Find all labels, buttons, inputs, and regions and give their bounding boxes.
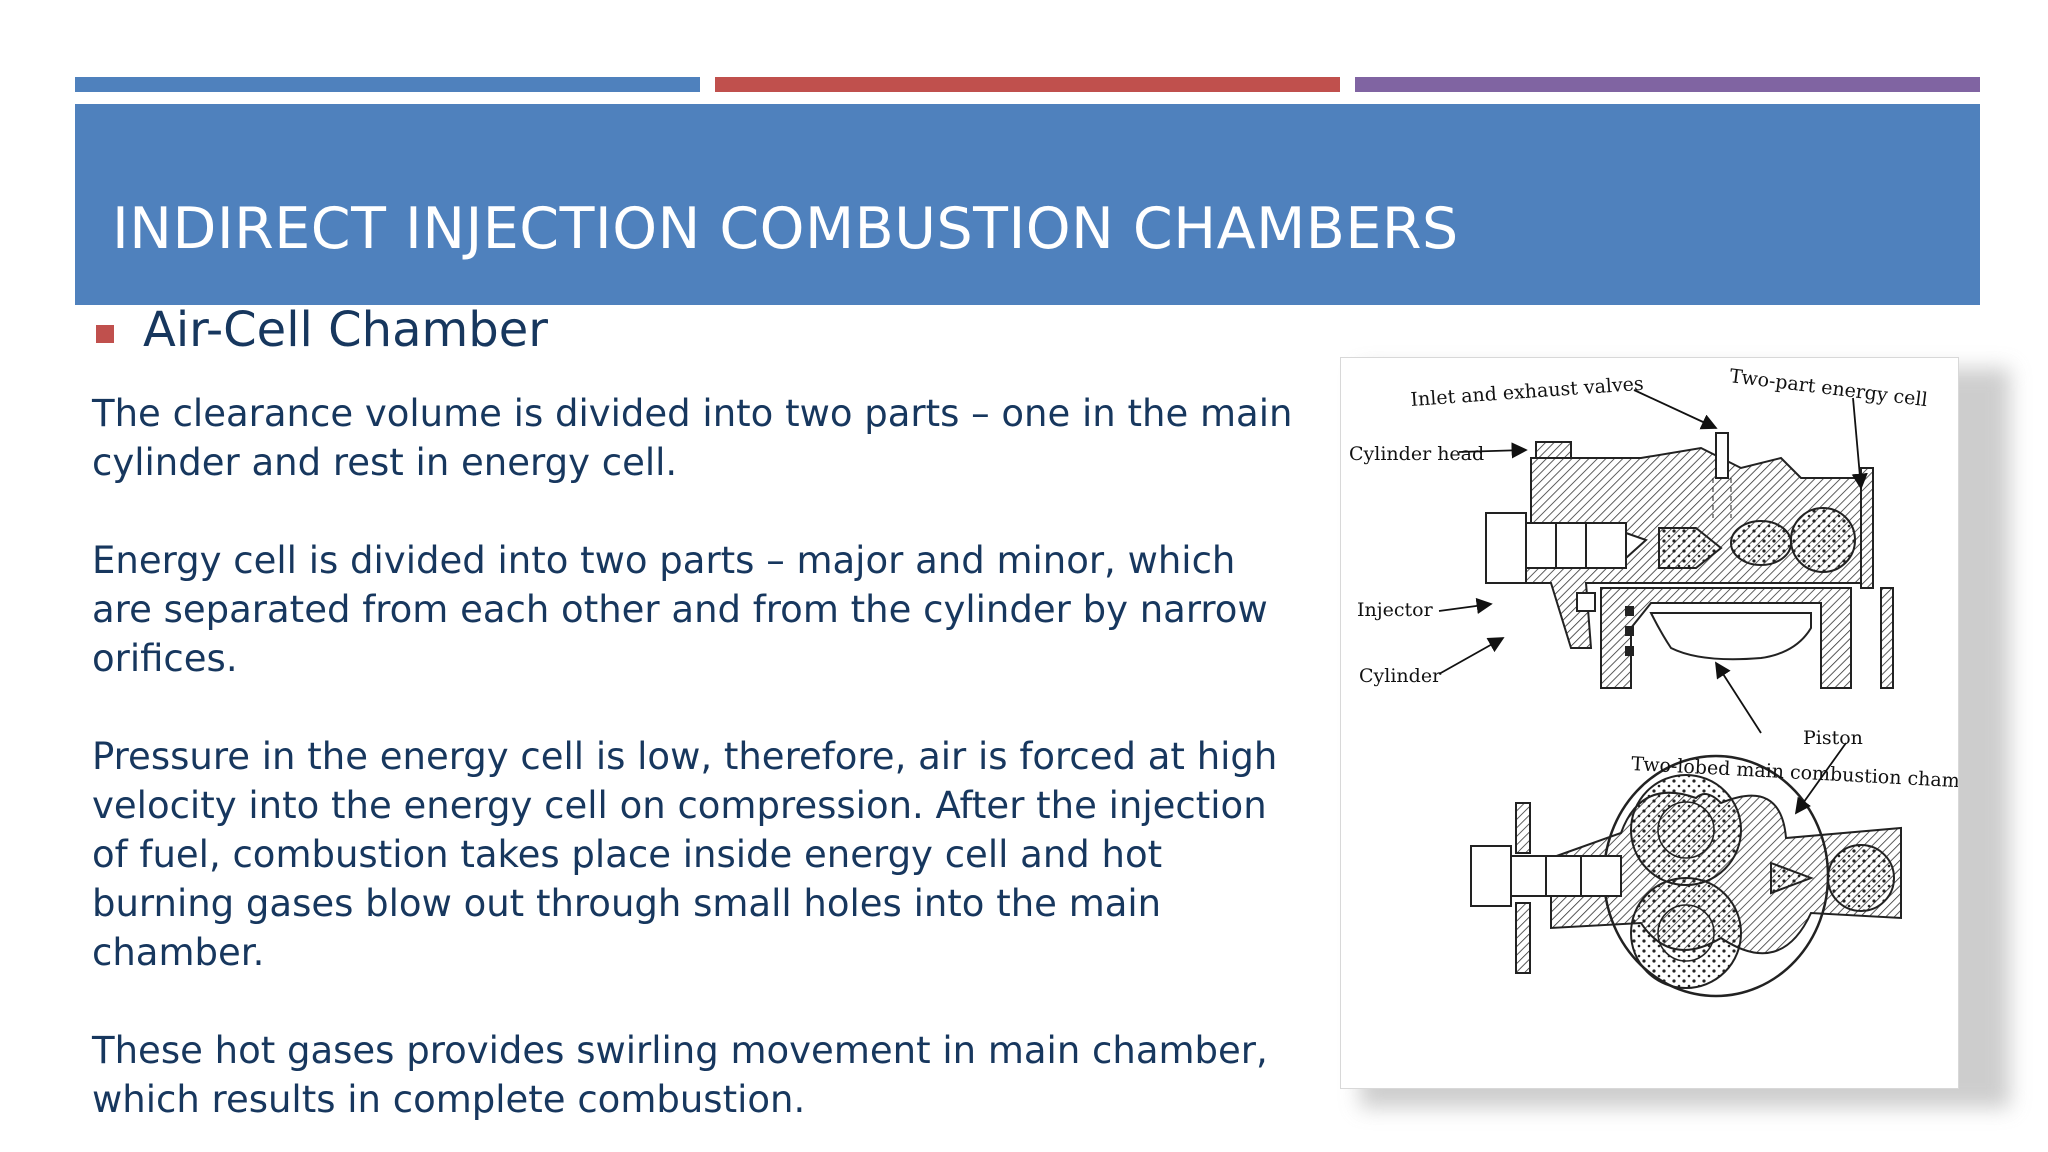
accent-bar-blue	[75, 77, 700, 92]
bullet-heading: Air-Cell Chamber	[143, 302, 548, 358]
paragraph-pressure: Pressure in the energy cell is low, ther…	[92, 735, 1278, 974]
leader-lines	[1438, 389, 1868, 815]
air-cell-diagram: Inlet and exhaust valves Two-part energy…	[1340, 357, 1959, 1089]
plan-view-drawing	[1470, 754, 1902, 998]
accent-bar-purple	[1355, 77, 1980, 92]
paragraph-swirl: These hot gases provides swirling moveme…	[92, 1029, 1268, 1121]
label-two-part-energy-cell: Two-part energy cell	[1728, 365, 1928, 411]
paragraph-clearance: The clearance volume is divided into two…	[92, 392, 1293, 484]
label-cylinder: Cylinder	[1359, 665, 1442, 687]
label-piston: Piston	[1803, 727, 1863, 749]
paragraph-energy-cell: Energy cell is divided into two parts – …	[92, 539, 1268, 680]
cross-section-drawing	[1485, 432, 1894, 689]
label-inlet-exhaust-valves: Inlet and exhaust valves	[1410, 373, 1645, 411]
label-cylinder-head: Cylinder head	[1349, 443, 1484, 465]
label-injector: Injector	[1357, 599, 1434, 621]
slide-title: INDIRECT INJECTION COMBUSTION CHAMBERS	[112, 196, 1459, 262]
bullet-marker	[96, 325, 114, 343]
title-band: INDIRECT INJECTION COMBUSTION CHAMBERS	[75, 104, 1980, 305]
accent-bar-red	[715, 77, 1340, 92]
